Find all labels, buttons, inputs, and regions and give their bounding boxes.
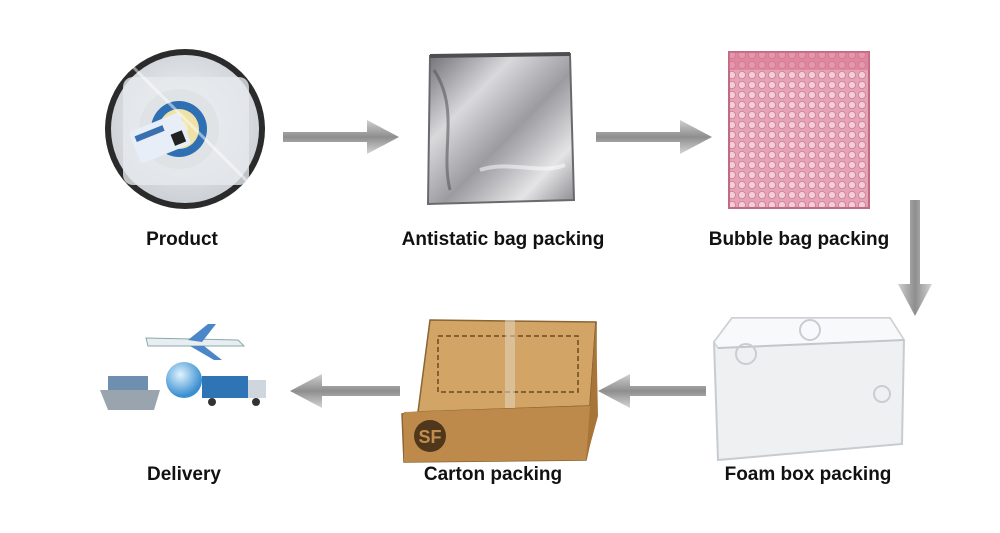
- step-label-foam: Foam box packing: [725, 464, 892, 486]
- bubble-bag-icon: [727, 50, 872, 210]
- step-label-bubble: Bubble bag packing: [709, 229, 890, 251]
- delivery-image: [98, 318, 278, 418]
- carton-box-image: SF: [400, 316, 600, 464]
- arrow-right-icon: [596, 118, 714, 156]
- logistics-icon: [98, 318, 278, 418]
- carton-box-icon: SF: [400, 316, 600, 464]
- foil-bag-icon: [420, 50, 580, 208]
- step-label-product: Product: [146, 229, 218, 251]
- step-label-antistatic: Antistatic bag packing: [402, 229, 605, 251]
- arrow-left-icon: [596, 372, 706, 410]
- foam-box-icon: [706, 312, 906, 462]
- step-label-delivery: Delivery: [147, 464, 221, 486]
- tape-reel-icon: [103, 47, 268, 212]
- arrow-right-icon: [283, 118, 401, 156]
- antistatic-bag-image: [420, 50, 580, 208]
- step-label-carton: Carton packing: [424, 464, 562, 486]
- foam-box-image: [706, 312, 906, 462]
- arrow-left-icon: [288, 372, 400, 410]
- arrow-down-icon: [896, 200, 934, 318]
- carton-logo-text: SF: [418, 427, 441, 447]
- bubble-bag-image: [727, 50, 872, 210]
- product-image: [103, 47, 268, 212]
